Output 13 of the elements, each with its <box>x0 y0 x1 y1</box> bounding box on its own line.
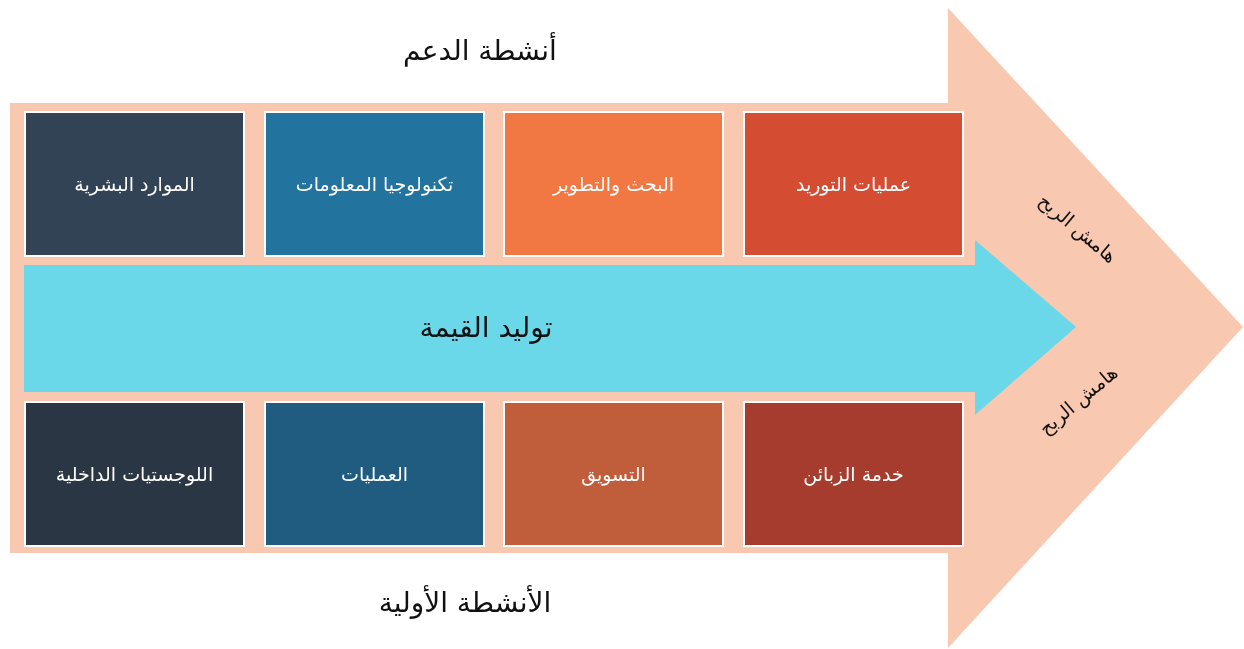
activity-box: الموارد البشرية <box>24 111 245 257</box>
activity-box: خدمة الزبائن <box>743 401 964 547</box>
activity-box: عمليات التوريد <box>743 111 964 257</box>
margin-label: هامش الربح <box>1034 188 1122 268</box>
activity-box: التسويق <box>503 401 724 547</box>
activity-box: البحث والتطوير <box>503 111 724 257</box>
activity-box: اللوجستيات الداخلية <box>24 401 245 547</box>
activity-box: تكنولوجيا المعلومات <box>264 111 485 257</box>
section-heading: الأنشطة الأولية <box>378 585 552 619</box>
margin-label: هامش الربح <box>1034 360 1122 440</box>
arrow-label: توليد القيمة <box>419 310 553 344</box>
section-heading: أنشطة الدعم <box>403 33 557 67</box>
activity-box: العمليات <box>264 401 485 547</box>
